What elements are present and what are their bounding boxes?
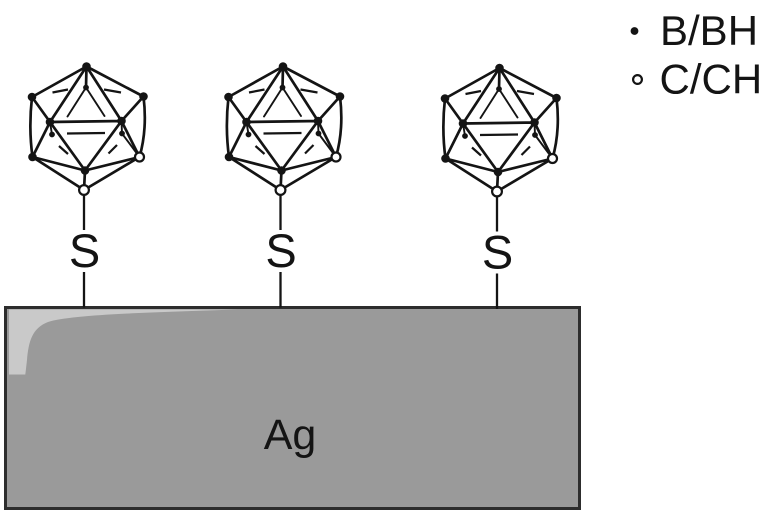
sulfur-label: S: [69, 224, 100, 277]
legend-label-bbh: B/BH: [660, 7, 758, 54]
legend-item-cch: C/CH: [631, 56, 763, 103]
molecule-2: S: [222, 60, 346, 309]
sulfur-label: S: [265, 224, 296, 277]
molecule-1: S: [26, 60, 150, 309]
legend: B/BH C/CH: [630, 7, 763, 103]
sulfur-label: S: [482, 226, 513, 279]
open-circle-icon: [631, 73, 643, 85]
molecule-3: S: [439, 62, 563, 311]
substrate: Ag: [4, 306, 581, 510]
substrate-highlight: [9, 309, 238, 375]
silver-substrate: [4, 306, 581, 510]
substrate-label: Ag: [264, 411, 317, 459]
filled-circle-icon: [630, 27, 639, 35]
legend-label-cch: C/CH: [660, 56, 763, 103]
legend-item-bbh: B/BH: [630, 7, 758, 54]
